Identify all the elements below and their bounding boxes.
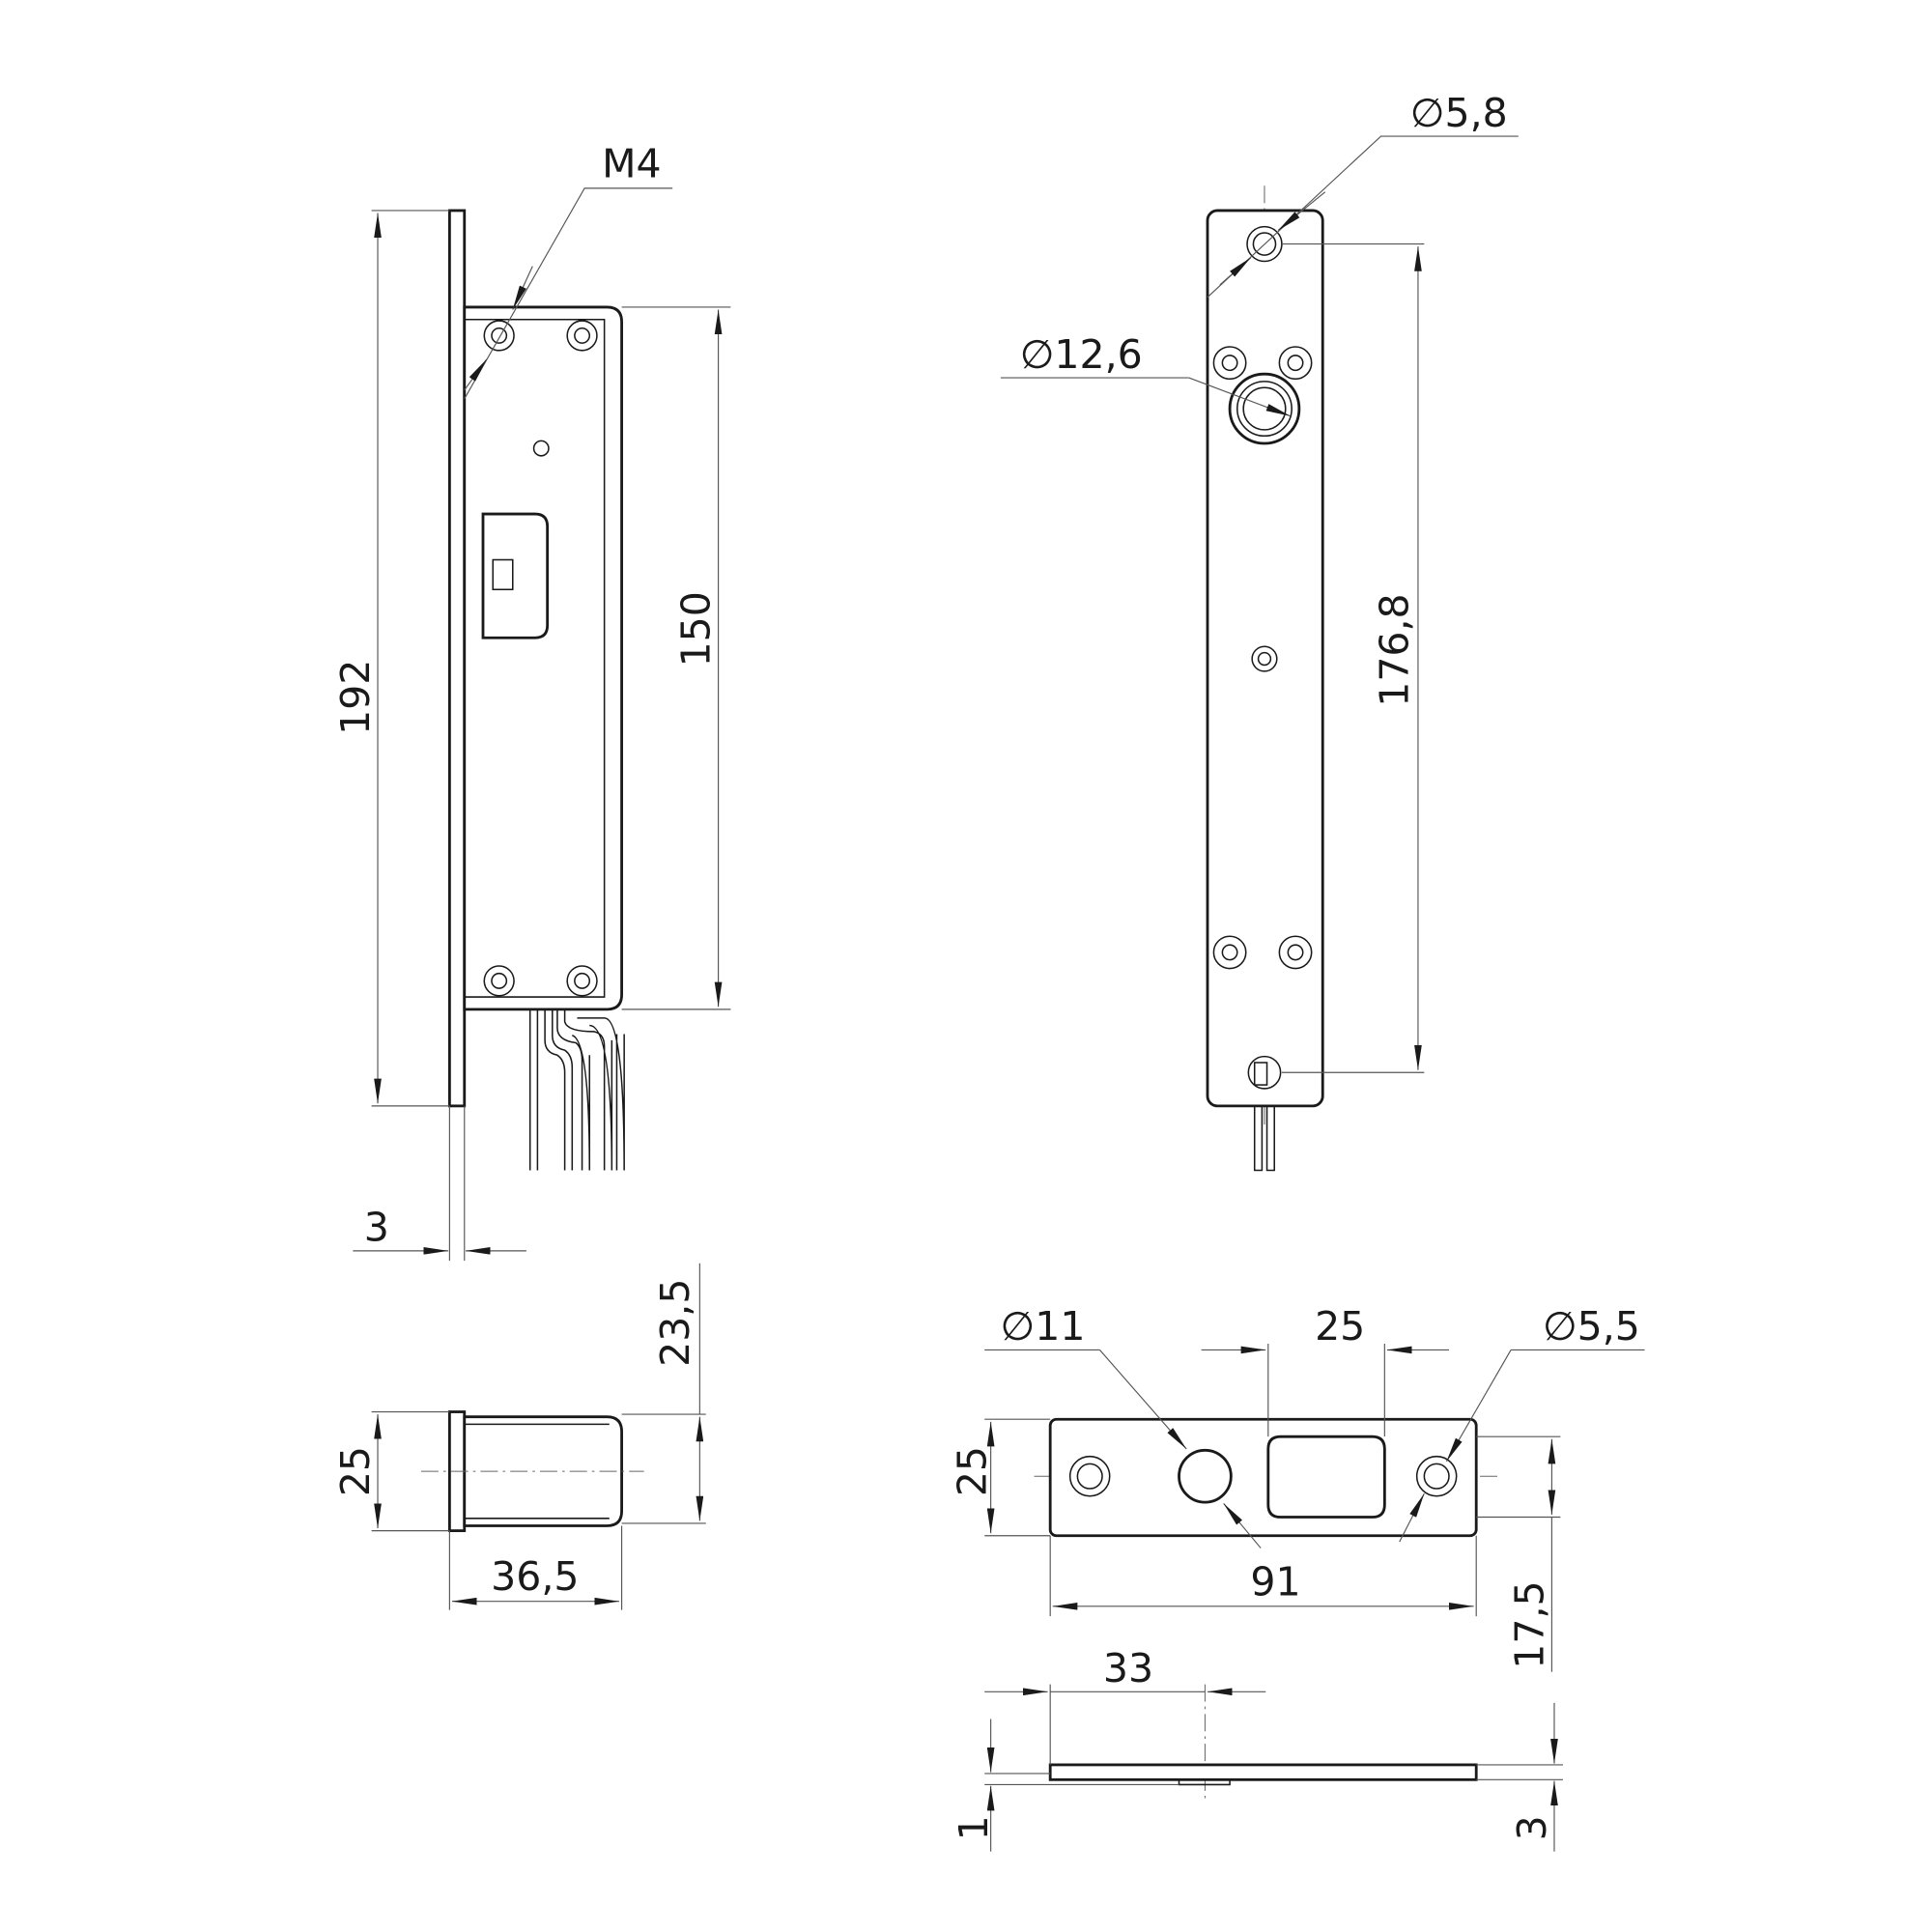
dim-3-plate: 3 [1509, 1815, 1555, 1840]
strike-plate-top-view: 25 ∅11 ∅5,5 25 91 17,5 [950, 1303, 1645, 1672]
lock-side-view: 192 150 M4 3 [332, 140, 731, 1262]
dim-150: 150 [673, 591, 720, 667]
lock-end-view: 25 23,5 36,5 [332, 1263, 706, 1610]
dim-diameter-11: ∅11 [1001, 1303, 1086, 1350]
dim-diameter-5-8: ∅5,8 [1410, 90, 1508, 136]
dim-176-8: 176,8 [1372, 593, 1418, 706]
connector-icon [481, 512, 550, 639]
dim-36-5: 36,5 [491, 1553, 579, 1600]
dim-1: 1 [951, 1815, 997, 1840]
dim-diameter-5-5: ∅5,5 [1543, 1303, 1640, 1350]
dim-3-flange: 3 [364, 1205, 389, 1251]
dim-25-plate: 25 [950, 1446, 996, 1496]
screw-icons [483, 320, 598, 997]
label-m4: M4 [602, 140, 661, 186]
dim-33: 33 [1103, 1645, 1153, 1691]
dim-23-5: 23,5 [652, 1279, 698, 1367]
dim-25-side: 25 [332, 1446, 379, 1496]
strike-plate-side-view: 33 1 3 [951, 1645, 1563, 1852]
wires-icon [528, 1009, 625, 1171]
dim-diameter-12-6: ∅12,6 [1020, 331, 1143, 378]
plate-front-view: 176,8 ∅5,8 ∅12,6 [1000, 90, 1519, 1172]
dim-17-5: 17,5 [1506, 1580, 1552, 1668]
dim-25-slot: 25 [1315, 1303, 1365, 1350]
dim-91: 91 [1250, 1558, 1300, 1605]
dim-192: 192 [332, 660, 379, 735]
